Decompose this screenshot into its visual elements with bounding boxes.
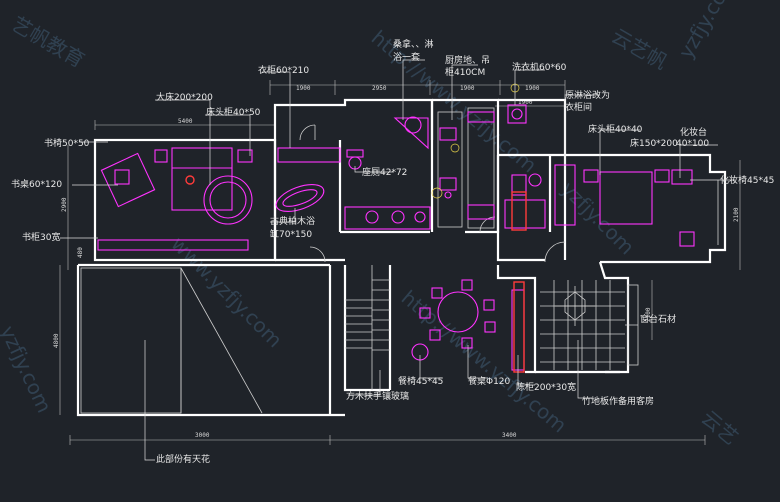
label-dining-table: 餐桌Φ120 xyxy=(468,375,511,387)
dimension-text: 2100 xyxy=(645,307,652,322)
label-kitchen-1: 厨房地、吊 xyxy=(445,54,490,66)
leader-lines xyxy=(60,59,735,461)
label-desk: 书桌60*120 xyxy=(11,178,62,190)
dimension-text: 480 xyxy=(77,247,84,258)
label-vanity-size: 40*100 xyxy=(676,139,709,149)
label-washer: 洗衣机60*60 xyxy=(512,61,567,73)
watermark-layer: 艺帆教育 yzfjy.com http://www.yzfjy.com www.… xyxy=(0,0,743,450)
watermark-text: 云艺 xyxy=(697,405,743,449)
dimension-text: 3000 xyxy=(195,432,210,439)
label-kitchen-2: 柜410CM xyxy=(445,66,485,78)
label-bigbed: 大床200*200 xyxy=(156,91,213,103)
watermark-text: yzfjy.com xyxy=(556,177,639,260)
furniture xyxy=(97,104,695,371)
dimension-text: 4800 xyxy=(53,333,60,348)
label-stair: 方木扶手镶玻璃 xyxy=(346,390,409,402)
label-bamboo-floor: 竹地板作备用客房 xyxy=(582,395,654,407)
dimension-text: 3400 xyxy=(502,432,517,439)
label-cabinet: 陈柜200*30宽 xyxy=(516,381,576,393)
label-nightstand-left: 床头柜40*50 xyxy=(206,106,261,118)
dimension-text: 1900 xyxy=(525,85,540,92)
dimension-text: 2950 xyxy=(372,85,387,92)
watermark-text: yzfjy.com xyxy=(674,0,741,62)
watermark-text: 云艺帆 xyxy=(608,24,672,75)
label-dining-chair: 餐椅45*45 xyxy=(398,375,443,387)
dimension-text: 2100 xyxy=(733,207,740,222)
accent-red xyxy=(185,175,527,373)
label-bookchair: 书椅50*50 xyxy=(44,137,90,149)
label-sauna-1: 桑拿、、淋 xyxy=(393,38,434,50)
dimension-text: 1900 xyxy=(460,85,475,92)
dimension-lines xyxy=(59,80,741,445)
label-shower-1: 原淋浴改为 xyxy=(565,89,610,101)
floor-pattern xyxy=(555,286,595,326)
label-bathtub-1: 古典柏木浴 xyxy=(270,215,315,227)
inner-lines xyxy=(80,107,719,414)
watermark-text: 艺帆教育 xyxy=(8,12,89,73)
label-balcony: 窗台石材 xyxy=(640,313,676,325)
label-vanity-chair: 化妆椅45*45 xyxy=(720,174,774,186)
watermark-text: yzfjy.com xyxy=(0,322,57,416)
annotations: 书椅50*50 书桌60*120 书柜30宽 大床200*200 床头柜40*5… xyxy=(11,38,774,465)
label-toilet: 座厕42*72 xyxy=(362,166,407,178)
label-skylight: 此部份有天花 xyxy=(156,453,210,465)
label-shower-2: 衣柜间 xyxy=(565,101,592,113)
dimension-text: 1900 xyxy=(518,99,533,106)
walls xyxy=(76,98,727,417)
label-wardrobe: 衣柜60*210 xyxy=(258,64,309,76)
label-bathtub-2: 缸70*150 xyxy=(270,228,312,240)
label-bed-right: 床150*200 xyxy=(630,137,678,149)
dimension-text: 5400 xyxy=(178,118,193,125)
label-sauna-2: 浴一套 xyxy=(393,51,420,63)
label-vanity: 化妆台 xyxy=(680,126,707,138)
dimension-text: 2900 xyxy=(61,197,68,212)
dimension-text: 1900 xyxy=(296,85,311,92)
label-bookcase: 书柜30宽 xyxy=(22,231,60,243)
label-nightstand-right: 床头柜40*40 xyxy=(588,123,643,135)
